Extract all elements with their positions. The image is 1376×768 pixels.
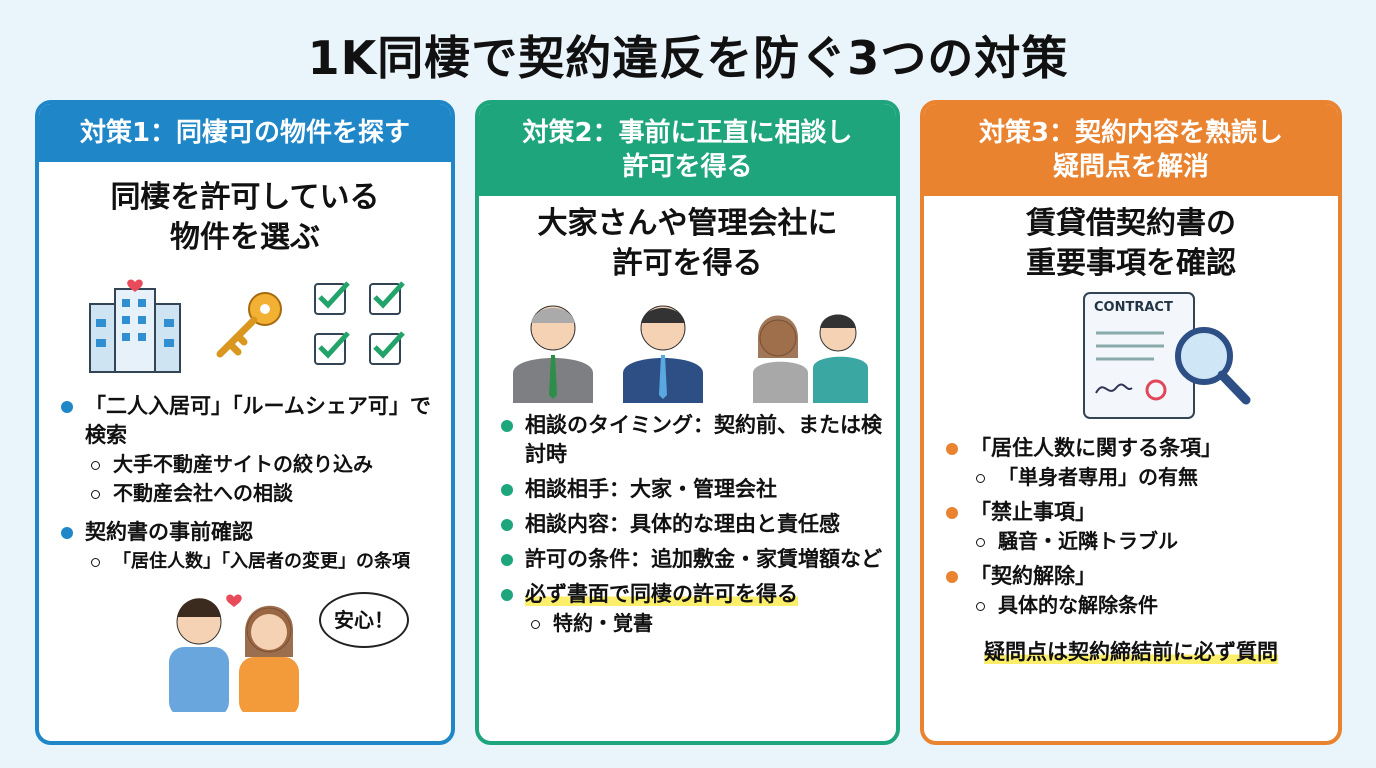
bullet-list: 相談のタイミング：契約前、または検討時 相談相手：大家・管理会社 相談内容：具体…	[479, 411, 896, 638]
card-subtitle: 賃貸借契約書の重要事項を確認	[1026, 206, 1236, 281]
list-item: 契約書の事前確認 「居住人数」「入居者の変更」の条項	[61, 518, 451, 576]
key-icon	[216, 292, 282, 358]
card-subtitle: 同棲を許可している物件を選ぶ	[110, 180, 380, 255]
card-measure-1: 対策1：同棲可の物件を探す 同棲を許可している物件を選ぶ 「二人入居可」「ルーム…	[35, 100, 455, 745]
list-item: 相談のタイミング：契約前、または検討時	[501, 411, 896, 469]
list-item: 「居住人数に関する条項」「単身者専用」の有無	[946, 434, 1338, 492]
card-header: 対策3：契約内容を熟読し疑問点を解消	[924, 104, 1338, 196]
footer-note: 疑問点は契約締結前に必ず質問	[984, 640, 1278, 664]
bullet-list: 「二人入居可」「ルームシェア可」で検索 大手不動産サイトの絞り込み不動産会社への…	[39, 392, 451, 576]
list-item: 許可の条件：追加敷金・家賃増額など	[501, 545, 896, 574]
list-item: 「二人入居可」「ルームシェア可」で検索 大手不動産サイトの絞り込み不動産会社への…	[61, 392, 451, 508]
list-item: 必ず書面で同棲の許可を得る 特約・覚書	[501, 580, 896, 638]
building-icon	[89, 279, 181, 373]
card-measure-3: 対策3：契約内容を熟読し疑問点を解消 賃貸借契約書の重要事項を確認 CONTRA…	[920, 100, 1342, 745]
card-header: 対策2：事前に正直に相談し許可を得る	[479, 104, 896, 196]
page-title: 1K同棲で契約違反を防ぐ3つの対策	[307, 31, 1069, 85]
contract-label: CONTRACT	[1094, 300, 1173, 315]
list-item: 相談相手：大家・管理会社	[501, 475, 896, 504]
list-item: 「契約解除」具体的な解除条件	[946, 562, 1338, 620]
contract-illustration: CONTRACT	[924, 288, 1338, 428]
speech-bubble: 安心！	[319, 592, 409, 648]
people-illustration	[479, 290, 896, 405]
card-measure-2: 対策2：事前に正直に相談し許可を得る 大家さんや管理会社に許可を得る 相談のタイ…	[475, 100, 900, 745]
card-subtitle: 大家さんや管理会社に許可を得る	[537, 206, 838, 281]
list-item: 「禁止事項」騒音・近隣トラブル	[946, 498, 1338, 556]
bullet-list: 「居住人数に関する条項」「単身者専用」の有無 「禁止事項」騒音・近隣トラブル 「…	[924, 434, 1338, 620]
checklist-icon	[314, 281, 405, 365]
list-item: 相談内容：具体的な理由と責任感	[501, 510, 896, 539]
illustration	[39, 264, 451, 384]
card-header: 対策1：同棲可の物件を探す	[39, 104, 451, 162]
couple-illustration: 安心！	[39, 582, 451, 712]
